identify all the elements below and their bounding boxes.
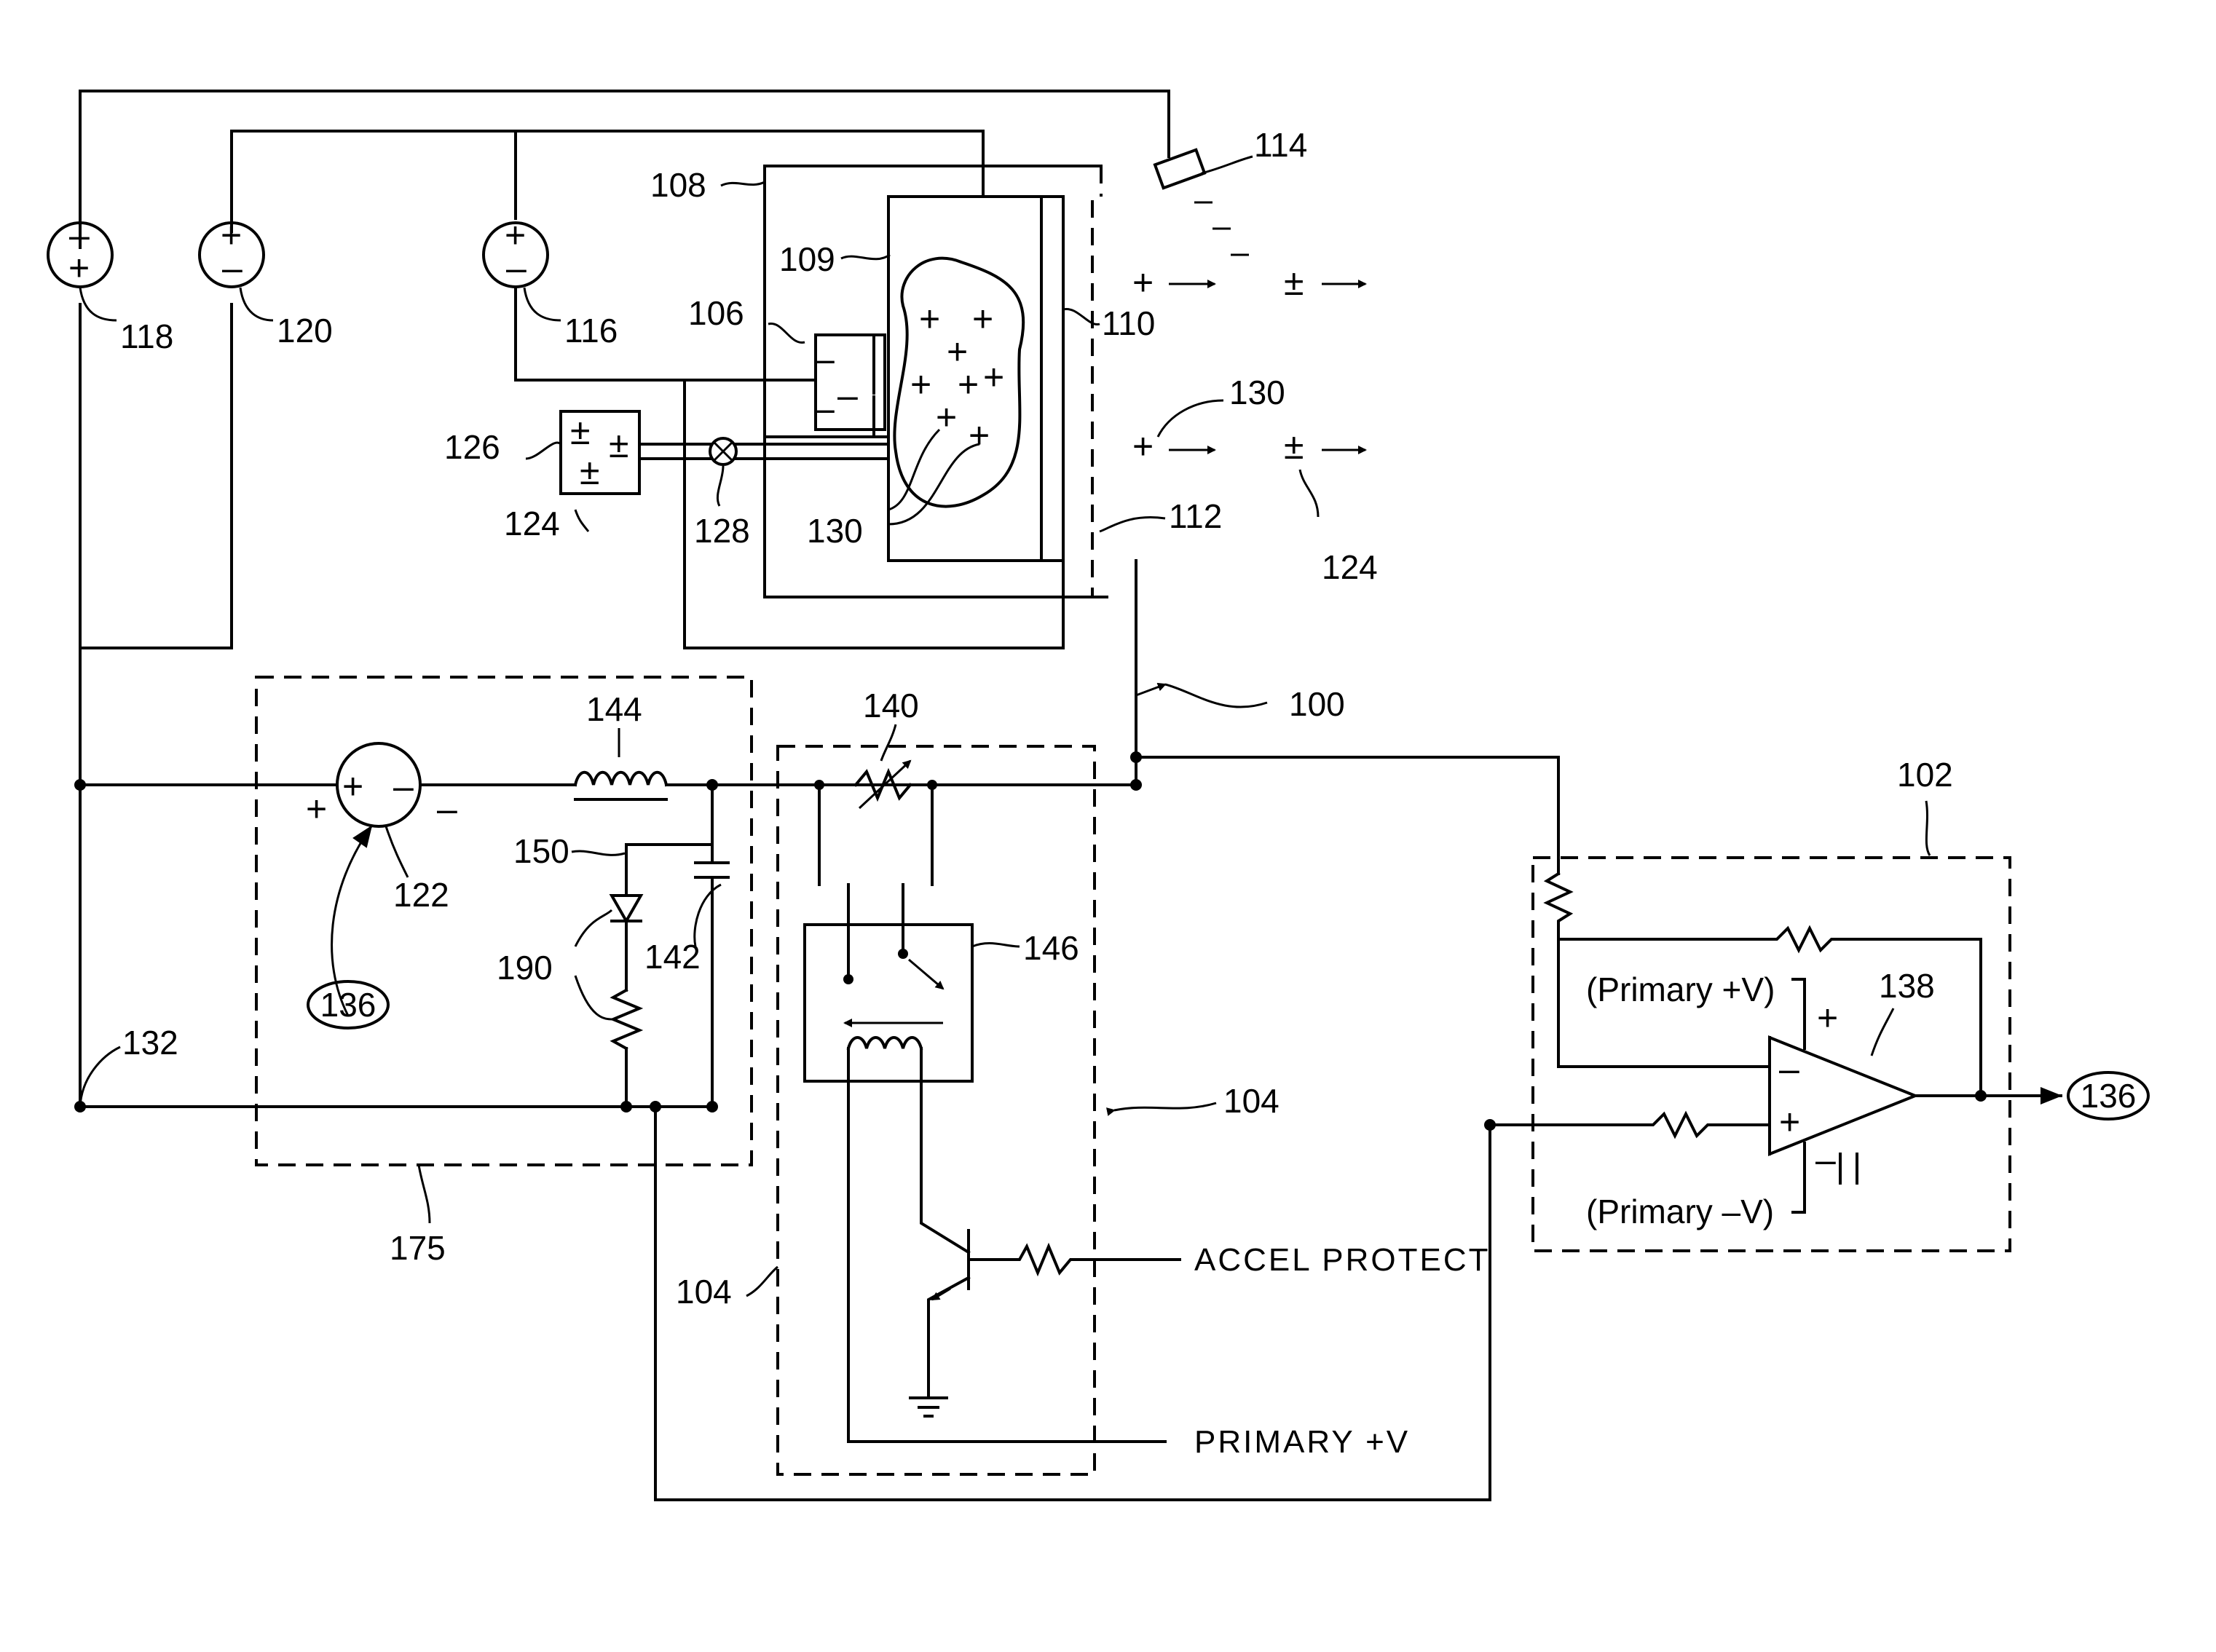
svg-text:+: + [910, 364, 931, 405]
svg-text:128: 128 [694, 512, 750, 550]
svg-text:114: 114 [1254, 126, 1307, 164]
svg-text:130: 130 [1229, 374, 1285, 411]
svg-text:+: + [958, 364, 979, 405]
svg-text:124: 124 [1322, 548, 1378, 586]
svg-text:136: 136 [320, 986, 376, 1024]
block-175: + – + – [80, 677, 1136, 1165]
svg-text:118: 118 [120, 317, 173, 355]
svg-text:146: 146 [1023, 929, 1079, 967]
svg-text:(Primary +V): (Primary +V) [1586, 971, 1775, 1008]
svg-text:+: + [342, 766, 363, 807]
svg-text:+: + [1817, 997, 1838, 1038]
svg-text:+: + [983, 357, 1004, 398]
svg-text:–: – [1815, 1139, 1836, 1180]
neutralizer-114 [1155, 149, 1249, 255]
svg-text:+: + [306, 789, 327, 829]
source-120: + – [200, 215, 264, 288]
svg-text:102: 102 [1897, 756, 1953, 794]
svg-text:108: 108 [650, 166, 706, 204]
svg-text:104: 104 [676, 1273, 732, 1311]
svg-text:(Primary –V): (Primary –V) [1586, 1193, 1774, 1230]
svg-text:+: + [969, 415, 990, 456]
svg-text:+: + [1132, 426, 1154, 467]
svg-text:±: ± [1284, 262, 1304, 303]
svg-text:175: 175 [390, 1229, 446, 1267]
svg-text:+: + [972, 299, 993, 339]
propellant-feed: ± ± ± [561, 411, 888, 494]
svg-text:122: 122 [393, 876, 449, 914]
svg-text:ACCEL PROTECT: ACCEL PROTECT [1194, 1242, 1491, 1278]
svg-text:+: + [919, 299, 940, 339]
node-136-left: 136 [308, 981, 388, 1028]
node-136-right: 136 [2068, 1072, 2148, 1119]
svg-text:142: 142 [644, 938, 701, 976]
svg-text:±: ± [570, 411, 590, 452]
svg-text:–: – [506, 248, 527, 288]
svg-text:–: – [814, 339, 835, 379]
ion-beam: + ± + ± [1132, 262, 1365, 467]
source-116: + – [484, 215, 548, 288]
svg-text:144: 144 [586, 690, 642, 728]
svg-text:–: – [814, 388, 835, 429]
svg-text:150: 150 [513, 832, 569, 870]
svg-text:106: 106 [688, 294, 744, 332]
svg-text:110: 110 [1102, 304, 1155, 342]
svg-text:PRIMARY +V: PRIMARY +V [1194, 1424, 1410, 1460]
svg-text:+: + [68, 248, 90, 288]
svg-text:–: – [437, 789, 457, 829]
svg-text:126: 126 [444, 428, 500, 466]
svg-text:116: 116 [564, 312, 618, 349]
svg-text:±: ± [1284, 426, 1304, 467]
svg-text:+: + [1779, 1102, 1800, 1142]
svg-text:132: 132 [122, 1024, 178, 1062]
svg-text:130: 130 [807, 512, 863, 550]
svg-text:–: – [393, 766, 414, 807]
svg-text:109: 109 [779, 240, 835, 278]
svg-text:–: – [837, 375, 858, 416]
svg-text:138: 138 [1879, 967, 1935, 1005]
svg-text:104: 104 [1223, 1082, 1279, 1120]
svg-text:124: 124 [504, 505, 560, 542]
svg-text:140: 140 [863, 687, 919, 724]
svg-text:120: 120 [277, 312, 333, 349]
svg-text:–: – [1779, 1048, 1799, 1089]
signal-labels: ACCEL PROTECT PRIMARY +V (Primary +V) (P… [1194, 971, 1805, 1460]
svg-text:136: 136 [2081, 1077, 2137, 1115]
svg-text:100: 100 [1289, 685, 1345, 723]
svg-text:112: 112 [1169, 497, 1222, 535]
top-wiring [80, 91, 1169, 1107]
svg-text:–: – [222, 248, 243, 288]
svg-text:190: 190 [497, 949, 553, 987]
svg-text:+: + [1132, 262, 1154, 303]
source-118: – + [48, 215, 112, 288]
svg-text:±: ± [580, 451, 599, 492]
svg-text:±: ± [609, 424, 628, 465]
